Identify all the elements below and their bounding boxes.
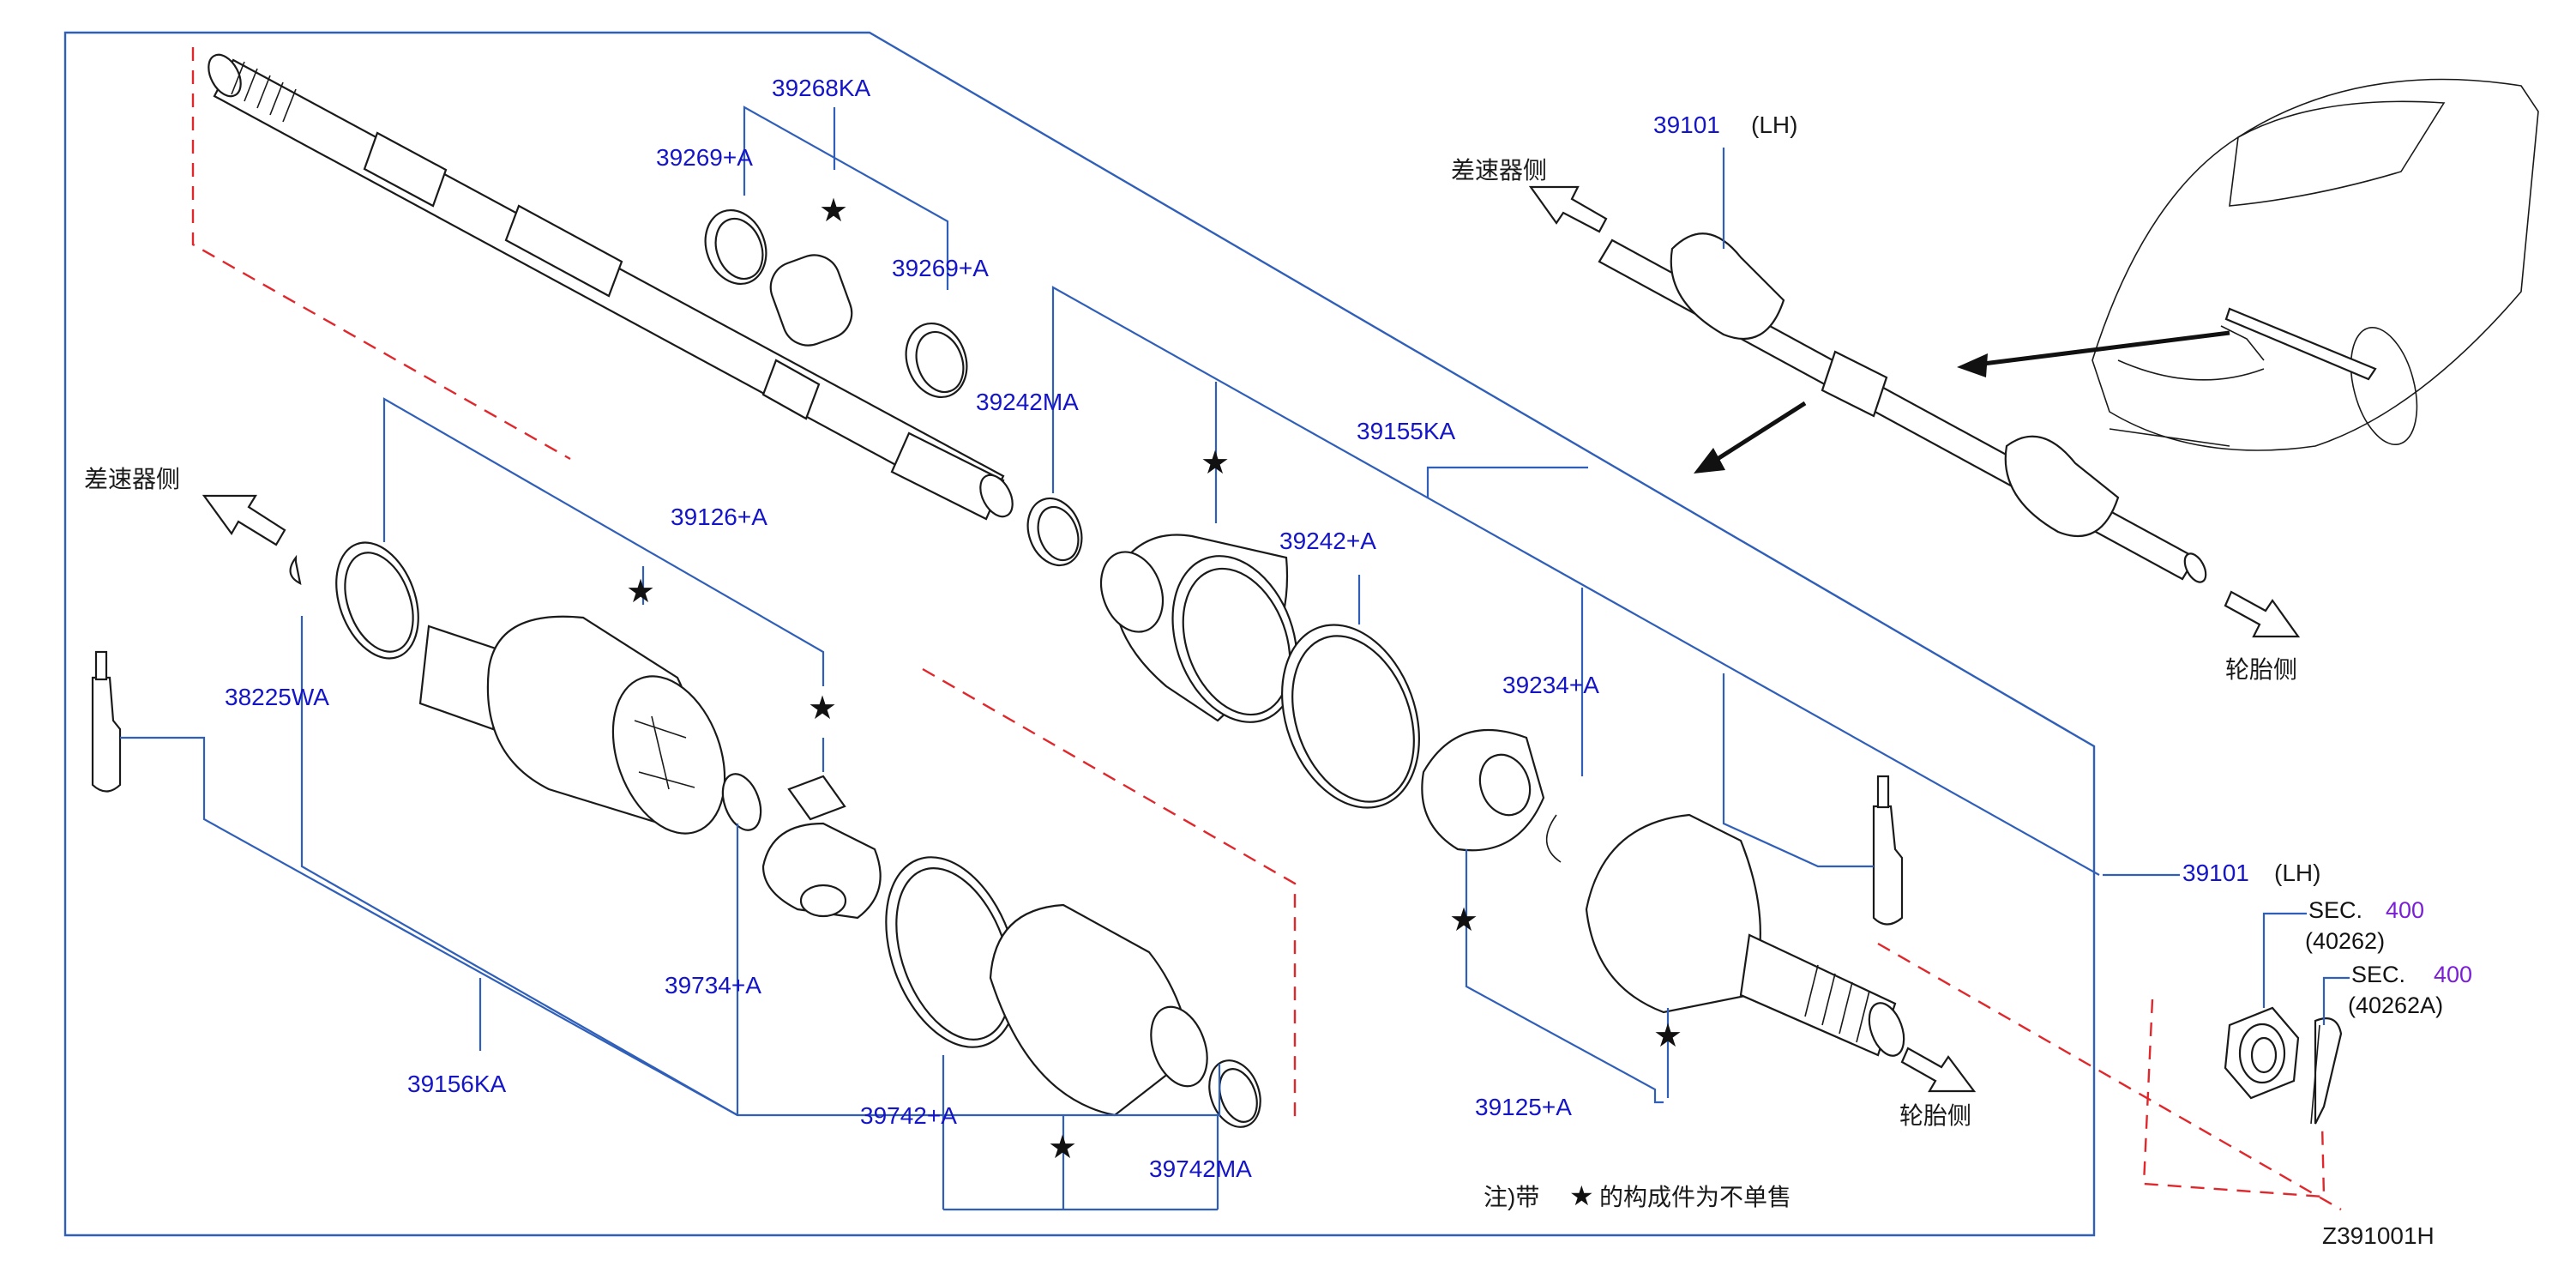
leader-lines [120,106,2350,1211]
direction-arrow-tire-mid [1900,1047,1977,1093]
part-39269A-right[interactable]: 39269+A [892,255,989,281]
grease-tube-right [1872,775,1904,926]
part-39742A[interactable]: 39742+A [860,1102,957,1129]
sec-ref-1-prefix[interactable]: SEC. [2308,897,2362,923]
star-icon: ★ [819,193,848,229]
label-diff-side-top: 差速器侧 [1451,157,1547,184]
star-icon: ★ [626,574,655,610]
label-tire-side-right: 轮胎侧 [2225,656,2297,683]
upper-bands [704,208,1083,567]
part-39234A[interactable]: 39234+A [1502,672,1599,698]
label-tire-side-bottom: 轮胎侧 [1899,1102,1971,1129]
part-38225WA[interactable]: 38225WA [225,684,329,710]
assembly-side-right: (LH) [2274,860,2320,886]
part-39742MA[interactable]: 39742MA [1149,1155,1252,1182]
part-39269A-left[interactable]: 39269+A [656,144,753,171]
hub-nut [2224,1006,2300,1100]
inner-boot-group [885,856,1261,1128]
note-prefix: 注)带 [1484,1184,1539,1210]
diagram-frame [63,31,2096,1237]
diagram-code: Z391001H [2322,1222,2435,1249]
note-star-icon: ★ [1569,1180,1594,1211]
pointer-arrows [1694,330,2230,474]
outer-joint-group [1421,728,1905,1057]
part-labels: 39268KA 39269+A 39269+A 39242MA 39155KA … [84,75,2472,1249]
assembly-39101-right[interactable]: 39101 [2182,860,2249,886]
assembly-side-top: (LH) [1751,112,1797,138]
part-39268KA[interactable]: 39268KA [772,75,871,101]
dashed-guides [191,47,2342,1211]
star-icon: ★ [808,691,837,727]
label-diff-side-left: 差速器侧 [84,466,180,492]
star-icon: ★ [1048,1130,1077,1166]
large-band [1281,624,1420,809]
non-serviceable-markers: ★ ★ ★ ★ ★ ★ ★ [626,193,1682,1166]
part-39155KA[interactable]: 39155KA [1357,418,1456,444]
inner-joint-group [289,541,882,920]
part-39734A[interactable]: 39734+A [665,972,761,998]
star-icon: ★ [1653,1018,1682,1054]
intermediate-shaft [208,53,1014,521]
star-icon: ★ [1201,445,1230,481]
complete-shaft-assembly [1598,232,2207,583]
note-suffix: 的构成件为不单售 [1599,1184,1791,1210]
part-39125A[interactable]: 39125+A [1475,1094,1572,1120]
sec-ref-2-section[interactable]: 400 [2434,962,2472,987]
direction-arrow-diff-top [1528,185,1608,233]
part-39156KA[interactable]: 39156KA [407,1071,507,1097]
grease-tube-left [91,650,122,793]
outer-boot [1099,534,1298,723]
assembly-39101-top[interactable]: 39101 [1653,112,1720,138]
direction-arrow-diff-left [202,494,286,546]
sec-ref-1-code: (40262) [2305,928,2385,954]
sec-ref-1-section[interactable]: 400 [2386,897,2424,923]
part-39242MA[interactable]: 39242MA [976,389,1079,415]
vehicle-illustration [2091,78,2539,451]
direction-arrow-tire-right [2224,590,2301,638]
sec-ref-2-prefix[interactable]: SEC. [2351,962,2405,987]
cotter-pin [2310,1017,2343,1125]
part-39242A[interactable]: 39242+A [1279,528,1376,554]
star-icon: ★ [1449,902,1478,938]
part-39126A[interactable]: 39126+A [671,504,767,530]
sec-ref-2-code: (40262A) [2348,992,2443,1018]
